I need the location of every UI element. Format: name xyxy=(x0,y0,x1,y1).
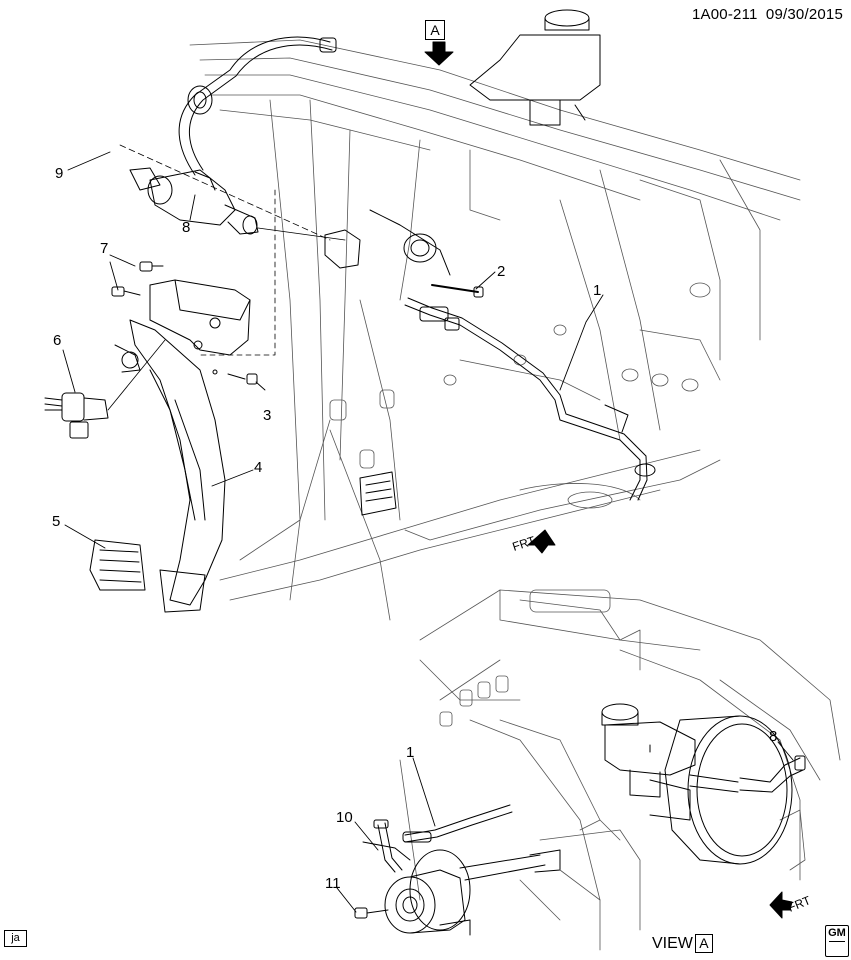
view-a-marker: A xyxy=(425,20,445,40)
callout-8-bottom: 8 xyxy=(769,728,777,745)
reservoir-hose xyxy=(178,36,337,176)
clutch-master-cylinder xyxy=(119,144,346,241)
view-label-marker: A xyxy=(694,934,713,953)
frt-arrow-top xyxy=(527,529,556,554)
gm-logo-text: GM xyxy=(828,927,846,939)
frt-arrow-bottom xyxy=(769,891,793,919)
clutch-pedal-switch xyxy=(44,339,166,439)
pedal-pad xyxy=(89,539,206,613)
callout-numbers: 1 2 3 4 5 6 7 8 9 1 10 11 8 xyxy=(52,165,777,892)
body-structure xyxy=(189,39,801,621)
view-a-arrow xyxy=(424,41,454,66)
callout-11: 11 xyxy=(325,875,341,892)
brake-fluid-reservoir-top xyxy=(469,9,601,126)
brake-booster xyxy=(649,715,793,865)
frt-label-bottom: FRT xyxy=(786,893,813,915)
frt-label-top: FRT xyxy=(511,533,538,554)
callout-2: 2 xyxy=(497,263,505,280)
pedal-bracket xyxy=(149,279,251,375)
callout-5: 5 xyxy=(52,513,60,530)
callout-1-bottom: 1 xyxy=(406,744,414,761)
author-tag: ja xyxy=(4,930,27,947)
lower-body-structure xyxy=(399,589,841,901)
view-label-text: VIEW xyxy=(652,935,693,952)
transmission-case xyxy=(519,819,641,951)
callout-4: 4 xyxy=(254,459,262,476)
callout-7: 7 xyxy=(100,240,108,257)
gm-logo: GM xyxy=(825,925,849,957)
callout-3: 3 xyxy=(263,407,271,424)
hydraulic-line-top xyxy=(404,297,656,501)
callout-10: 10 xyxy=(336,809,353,826)
assembly-guide-line xyxy=(199,189,276,356)
brake-fluid-reservoir-bottom xyxy=(601,703,696,798)
gm-logo-underline xyxy=(829,941,845,942)
callout-9: 9 xyxy=(55,165,63,182)
vacuum-hose xyxy=(689,755,806,793)
callout-6: 6 xyxy=(53,332,61,349)
callout-leaders xyxy=(62,151,794,913)
bleeder-pipe xyxy=(354,819,411,919)
bolts xyxy=(111,261,484,385)
pedal-pivot-bracket xyxy=(324,209,451,276)
concentric-slave-cylinder xyxy=(384,849,561,936)
hydraulic-line-bottom xyxy=(402,804,513,843)
callout-8-top: 8 xyxy=(182,219,190,236)
clutch-pedal-arm xyxy=(114,319,226,606)
callout-1-top: 1 xyxy=(593,282,601,299)
brake-pedal-pad xyxy=(359,471,397,516)
doc-date: 09/30/2015 xyxy=(765,6,843,23)
doc-header: 1A00-211 09/30/2015 xyxy=(692,6,843,23)
doc-id: 1A00-211 xyxy=(692,6,758,23)
